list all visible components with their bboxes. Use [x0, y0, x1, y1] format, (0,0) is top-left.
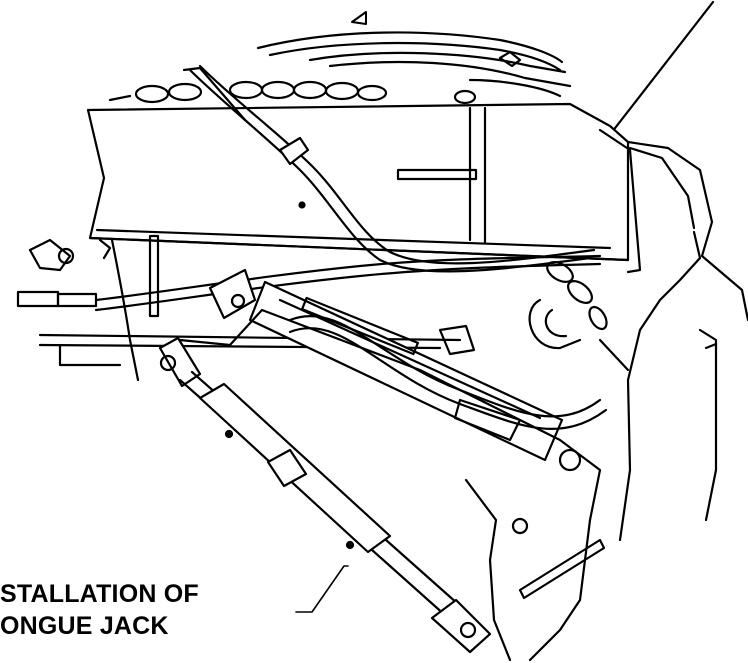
hydraulic-hose	[94, 64, 602, 312]
mounting-plate	[598, 128, 748, 542]
triangle-marker	[351, 11, 367, 25]
tongue-jack	[158, 336, 492, 654]
upper-cylinder	[208, 268, 608, 472]
leader-line	[295, 565, 349, 613]
tongue-beam	[86, 66, 630, 262]
jack-plate	[178, 308, 606, 662]
caption-line-1: STALLATION OF	[0, 580, 199, 608]
caption-line-2: ONGUE JACK	[0, 612, 169, 640]
right-chain	[528, 261, 630, 372]
diagonal-edge-line	[610, 0, 715, 134]
top-rails	[256, 31, 572, 98]
top-chain	[108, 80, 477, 105]
